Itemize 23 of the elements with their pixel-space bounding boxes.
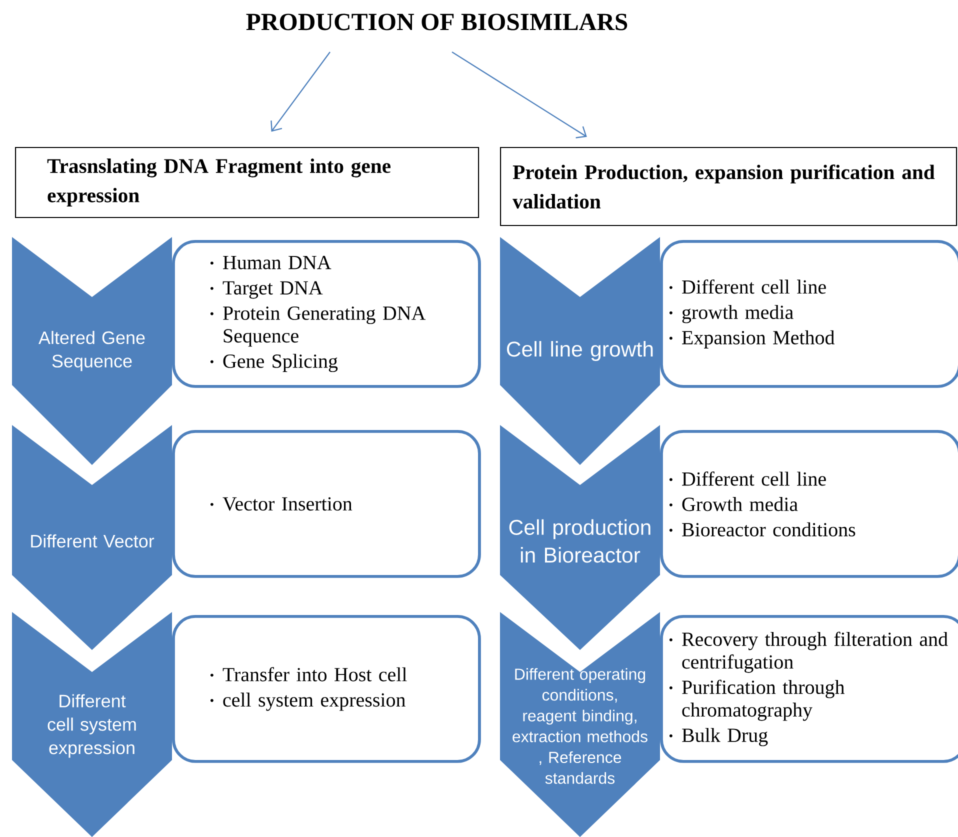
chevron-step: Different cell system expression [12, 612, 172, 837]
node-label: Cell production in Bioreactor [509, 519, 650, 563]
bullet-list-box: Vector Insertion [172, 430, 481, 578]
chevron-step: Cell line growth [500, 237, 660, 465]
chevron-step: Altered Gene Sequence [12, 237, 172, 465]
node-label: Different operating conditions, reagent binding, extraction methods , Reference standards [512, 668, 648, 784]
header-box: Protein Production, expansion purification and validation [500, 147, 958, 226]
node-label: Different Vector [31, 534, 154, 548]
bullet-list-box: Transfer into Host cell cell system expression [172, 615, 481, 763]
node-label: Different cell system expression [48, 694, 136, 758]
header-box: Trasnslating DNA Fragment into gene expression [15, 147, 480, 218]
node-label: Cell line growth [506, 341, 653, 361]
arrow [452, 51, 587, 138]
chevron-step: Cell production in Bioreactor [500, 425, 660, 650]
bullet-list-box: Different cell line growth media Expansion Method [660, 240, 958, 388]
arrow [270, 52, 330, 132]
bullet-list-box: Different cell line Growth media Bioreactor conditions [660, 430, 958, 578]
chevron-step: Different operating conditions, reagent binding, extraction methods , Reference standards [500, 612, 660, 837]
bullet-list-box: Recovery through filteration and centrifugation Purification through chromatography Bulk Drug [660, 615, 958, 763]
bullet-list-box: Human DNA Target DNA Protein Generating DNA Sequence Gene Splicing [172, 240, 481, 388]
node-label: Altered Gene Sequence [38, 330, 145, 372]
chevron-step: Different Vector [12, 425, 172, 650]
title: PRODUCTION OF BIOSIMILARS [246, 14, 628, 30]
